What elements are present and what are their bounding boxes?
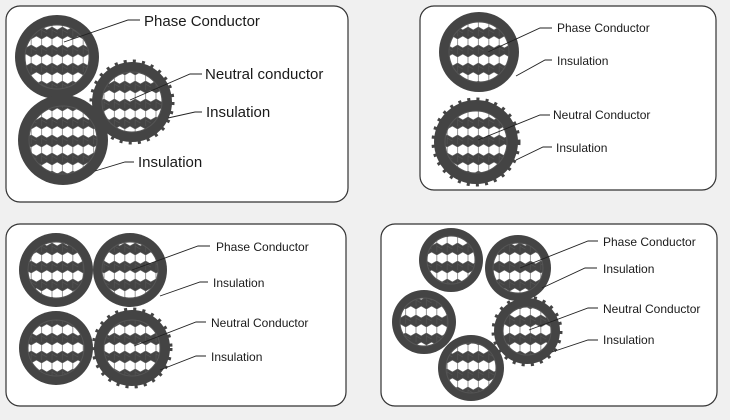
conductor-strands (444, 110, 508, 174)
leader-line (519, 240, 598, 269)
panel-1-neutral-cable (89, 59, 175, 145)
neutral-ribs (431, 97, 521, 187)
label-insulation: Insulation (603, 333, 654, 347)
panel-1-phase-cable-top (15, 15, 99, 99)
label-neutral-conductor: Neutral conductor (205, 66, 323, 83)
conductor-strands (445, 342, 497, 394)
leader-line (159, 281, 208, 297)
label-neutral-conductor: Neutral Conductor (603, 302, 700, 316)
panel-2-phase-cable (439, 12, 519, 92)
label-insulation: Insulation (211, 350, 262, 364)
leader-line (515, 59, 552, 77)
panel-2-neutral-cable (431, 97, 521, 187)
label-insulation: Insulation (213, 276, 264, 290)
leader-line (133, 321, 206, 347)
leader-line (131, 245, 210, 271)
panel-3-neutral-cable (91, 307, 173, 389)
panel-1: Phase Conductor Neutral conductor Insula… (5, 5, 349, 203)
leader-line (528, 307, 598, 331)
label-neutral-conductor: Neutral Conductor (211, 316, 308, 330)
label-phase-conductor: Phase Conductor (216, 240, 309, 254)
leader-line (159, 355, 206, 371)
neutral-ribs (491, 295, 563, 367)
panel-4-phase-cable-2 (485, 235, 551, 301)
conductor-strands (448, 21, 510, 83)
panel-4-phase-cable-1 (419, 228, 483, 292)
conductor-strands (27, 241, 85, 299)
conductor-strands (101, 71, 163, 133)
panel-4: Phase Conductor Insulation Neutral Condu… (380, 223, 718, 407)
leader-line (94, 161, 134, 172)
label-insulation: Insulation (206, 104, 270, 121)
label-insulation: Insulation (603, 262, 654, 276)
conductor-strands (492, 242, 544, 294)
leader-line (477, 114, 550, 141)
leader-line (541, 267, 597, 289)
leader-line (167, 111, 202, 119)
conductor-strands (101, 241, 159, 299)
leader-line (551, 339, 598, 353)
conductor-strands (426, 235, 476, 285)
label-insulation: Insulation (557, 54, 608, 68)
panel-3-phase-cable-1 (19, 233, 93, 307)
conductor-strands (502, 306, 552, 356)
label-phase-conductor: Phase Conductor (603, 235, 696, 249)
leader-line (63, 19, 140, 43)
panel-3-phase-cable-2 (93, 233, 167, 307)
conductor-strands (24, 24, 90, 90)
conductor-strands (399, 297, 449, 347)
neutral-ribs (89, 59, 175, 145)
panel-3-phase-cable-3 (19, 311, 93, 385)
conductor-strands (28, 105, 98, 175)
panel-4-phase-cable-4 (438, 335, 504, 401)
conductor-strands (103, 319, 161, 377)
label-insulation: Insulation (556, 141, 607, 155)
conductor-strands (27, 319, 85, 377)
label-neutral-conductor: Neutral Conductor (553, 108, 650, 122)
panel-4-neutral-cable (491, 295, 563, 367)
neutral-ribs (91, 307, 173, 389)
leader-line (515, 146, 552, 161)
leader-line (487, 27, 552, 53)
panel-2: Phase Conductor Insulation Neutral Condu… (419, 5, 717, 191)
label-phase-conductor: Phase Conductor (557, 21, 650, 35)
panel-4-phase-cable-3 (392, 290, 456, 354)
leader-line (129, 73, 202, 101)
label-insulation: Insulation (138, 154, 202, 171)
panel-1-phase-cable-bottom (18, 95, 108, 185)
panel-3: Phase Conductor Insulation Neutral Condu… (5, 223, 347, 407)
label-phase-conductor: Phase Conductor (144, 13, 260, 30)
